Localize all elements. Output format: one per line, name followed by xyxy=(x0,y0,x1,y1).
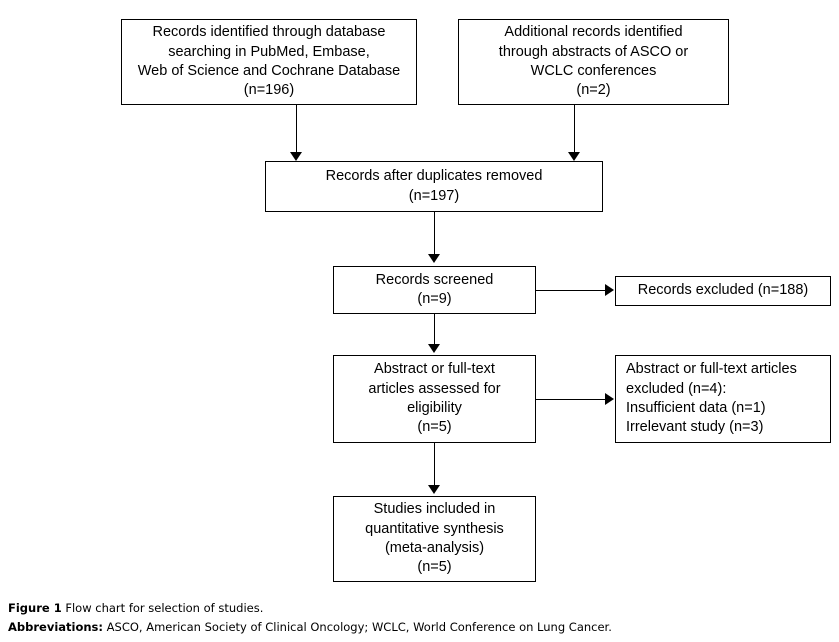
arrowhead-screened-to-excluded xyxy=(605,284,614,296)
connector-duplicates-to-screened xyxy=(434,212,435,255)
connector-additional-to-duplicates xyxy=(574,105,575,153)
arrowhead-screened-to-fulltext xyxy=(428,344,440,353)
arrowhead-fulltext-to-included xyxy=(428,485,440,494)
node-database-search: Records identified through database sear… xyxy=(121,19,417,105)
abbreviations-lead: Abbreviations: xyxy=(8,620,104,634)
node-records-screened: Records screened (n=9) xyxy=(333,266,536,314)
figure-caption-lead: Figure 1 xyxy=(8,601,62,615)
node-studies-included: Studies included in quantitative synthes… xyxy=(333,496,536,582)
arrowhead-duplicates-to-screened xyxy=(428,254,440,263)
arrowhead-additional-to-duplicates xyxy=(568,152,580,161)
connector-fulltext-to-included xyxy=(434,443,435,485)
arrowhead-database-to-duplicates xyxy=(290,152,302,161)
figure-caption-line-1: Figure 1 Flow chart for selection of stu… xyxy=(8,600,263,618)
abbreviations-text: ASCO, American Society of Clinical Oncol… xyxy=(103,620,612,634)
node-fulltext-assessed: Abstract or full-text articles assessed … xyxy=(333,355,536,443)
node-duplicates-removed: Records after duplicates removed (n=197) xyxy=(265,161,603,212)
connector-screened-to-excluded xyxy=(536,290,606,291)
node-additional-records: Additional records identified through ab… xyxy=(458,19,729,105)
arrowhead-fulltext-to-excluded xyxy=(605,393,614,405)
figure-caption-text: Flow chart for selection of studies. xyxy=(61,601,264,615)
connector-screened-to-fulltext xyxy=(434,314,435,345)
figure-caption-line-2: Abbreviations: ASCO, American Society of… xyxy=(8,619,612,637)
node-fulltext-excluded: Abstract or full-text articles excluded … xyxy=(615,355,831,443)
connector-fulltext-to-excluded xyxy=(536,399,606,400)
node-records-excluded: Records excluded (n=188) xyxy=(615,276,831,306)
connector-database-to-duplicates xyxy=(296,105,297,153)
